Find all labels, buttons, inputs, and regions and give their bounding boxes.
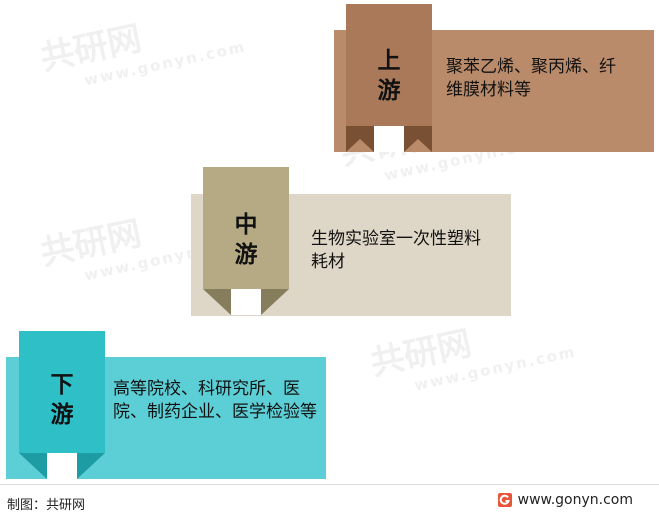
upstream-description: 聚苯乙烯、聚丙烯、纤维膜材料等	[446, 57, 616, 100]
upstream-tab-label: 上 游	[377, 48, 401, 104]
upstream-tab: 上 游	[346, 30, 432, 122]
upstream-tab-fold-left	[346, 126, 374, 152]
downstream-tab: 下 游	[19, 353, 105, 447]
midstream-tab-fold-right	[261, 289, 289, 315]
midstream-tab-notch	[231, 289, 261, 315]
downstream-tab-shape	[19, 331, 105, 479]
downstream-description: 高等院校、科研究所、医院、制药企业、医学检验等	[113, 379, 317, 422]
downstream-tab-fold-left	[19, 453, 47, 479]
upstream-tab-fold-right	[404, 126, 432, 152]
upstream-tab-body	[346, 4, 432, 126]
upstream-tab-shape	[346, 4, 432, 152]
downstream-tab-body	[19, 331, 105, 453]
source-note: 制图：共研网	[7, 498, 86, 513]
website-url: www.gonyn.com	[517, 492, 633, 508]
midstream-tab-shape	[203, 167, 289, 315]
downstream-tab-label: 下 游	[50, 372, 74, 428]
midstream-tab-fold-left	[203, 289, 231, 315]
downstream-tab-notch	[47, 453, 77, 479]
downstream-tab-fold-right	[77, 453, 105, 479]
upstream-tab-notch	[374, 126, 404, 152]
midstream-tab: 中 游	[203, 192, 289, 288]
midstream-description: 生物实验室一次性塑料耗材	[311, 229, 481, 272]
midstream-tab-body	[203, 167, 289, 289]
footer-divider	[0, 484, 659, 485]
midstream-tab-label: 中 游	[234, 212, 258, 268]
gonyn-logo-icon	[497, 493, 512, 507]
website-brand: www.gonyn.com	[497, 492, 633, 508]
